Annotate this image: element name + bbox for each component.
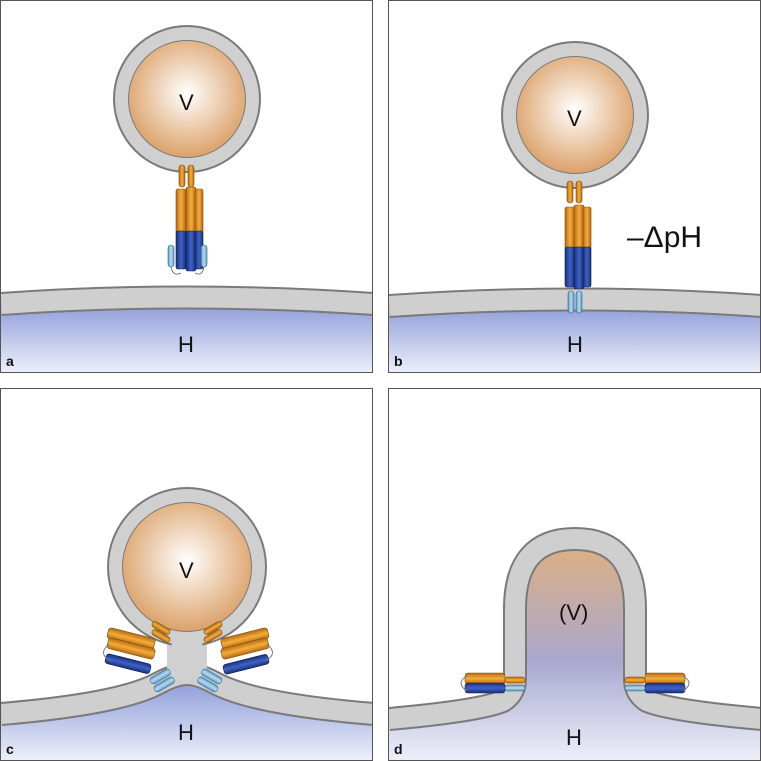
vesicle-label: V [567,106,582,131]
panel-letter: d [394,741,403,757]
host-label: H [178,720,194,745]
host-label: H [566,725,582,750]
vesicle-label: V [179,90,194,115]
vesicle-label: V [179,558,194,583]
panel-letter: b [394,353,403,369]
host-label: H [178,332,194,357]
host-label: H [567,332,583,357]
host-membrane [389,289,760,316]
vesicle-lumen [129,41,245,157]
snare-complex-right [624,672,690,694]
panel-d-illustration [389,526,760,760]
host-compartment [1,297,372,372]
host-membrane [1,287,372,314]
host-compartment [1,674,372,760]
vesicle-lumen [123,503,251,631]
panel-b-illustration [389,41,760,372]
panel-letter: c [6,741,14,757]
fused-compartment [389,539,760,760]
panel-letter: a [6,353,14,369]
panel-c-illustration [1,487,372,760]
fused-membrane [389,528,760,729]
vesicle-lumen [517,57,633,173]
proton-gradient-annotation: –ΔpH [627,221,703,254]
snare-complex-left [460,672,526,694]
vesicle-label: (V) [559,600,589,625]
panel-a-illustration [1,25,372,372]
snare-complex [564,180,592,314]
snare-complex-right [197,621,273,693]
panel-b: V H –ΔpH b [388,0,761,373]
snare-complex [167,164,208,275]
panel-c: V H c [0,388,373,761]
snare-complex-left [103,621,175,693]
panel-d: (V) H d [388,388,761,761]
panel-a: V H a [0,0,373,373]
host-compartment [389,299,760,372]
